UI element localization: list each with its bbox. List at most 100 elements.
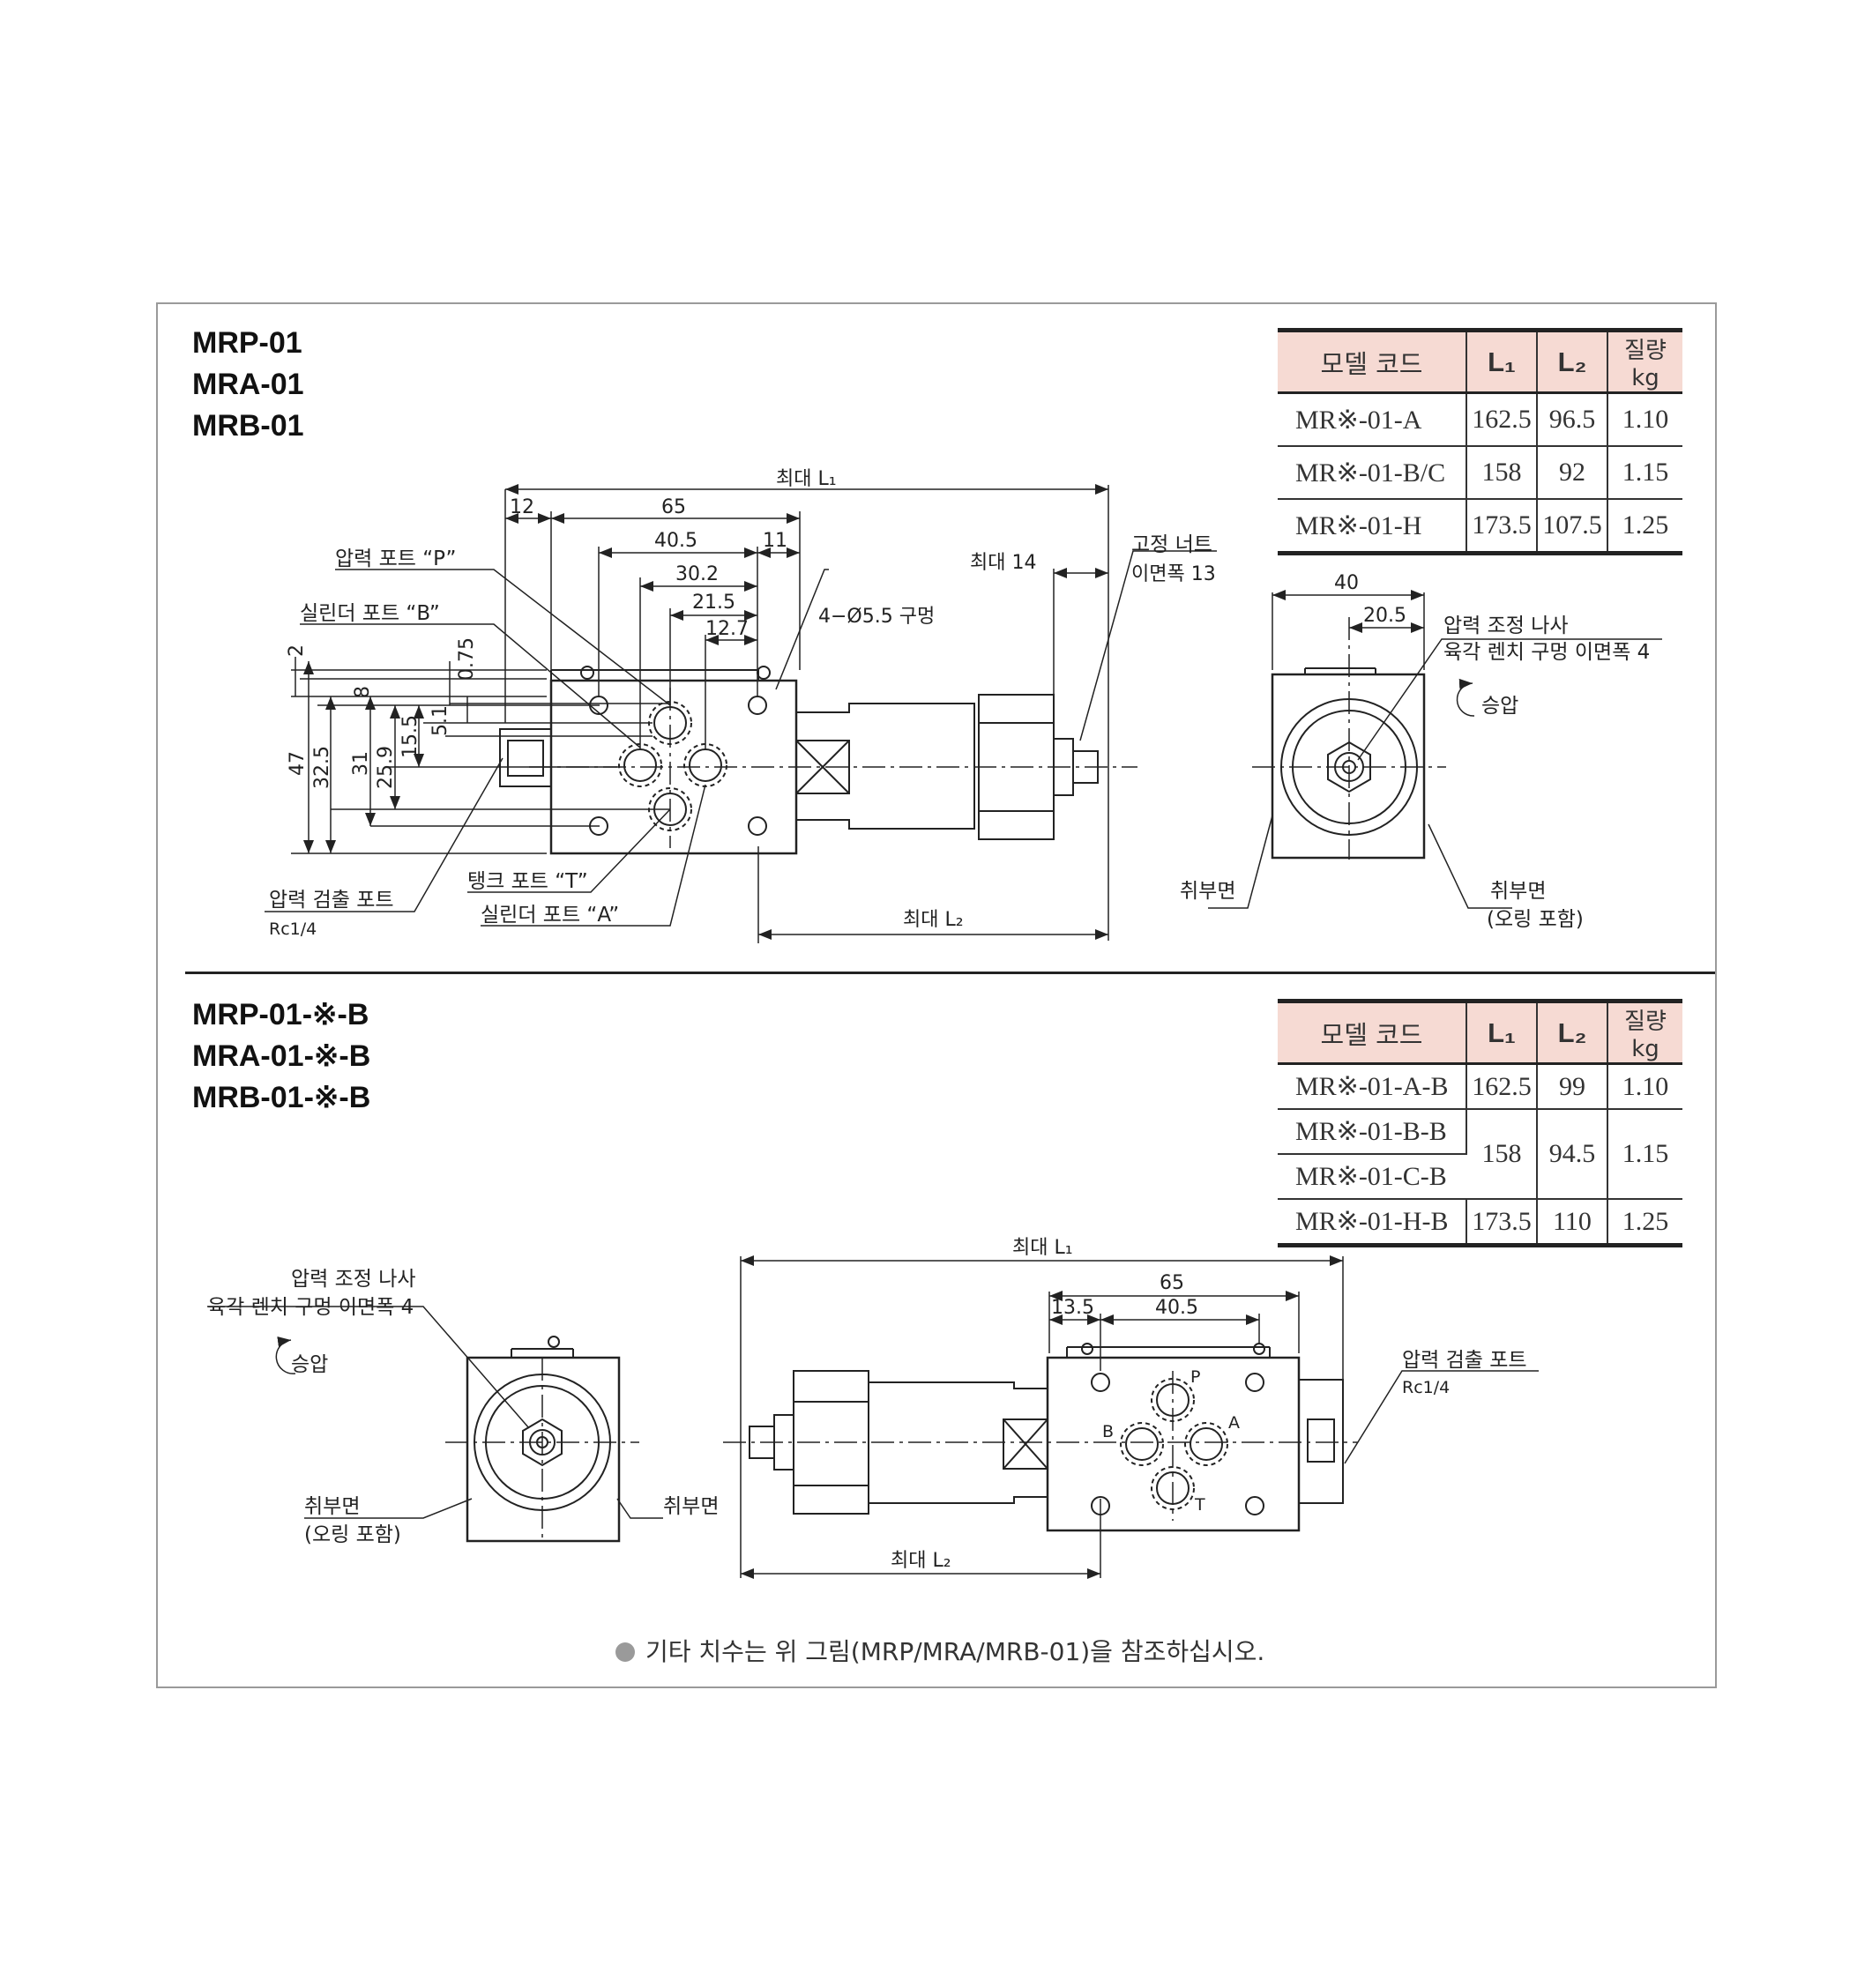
model-name: MRP-01-※-B [192,998,369,1031]
label-oring-incl: (오링 포함) [1487,908,1584,931]
label-mount-face: 취부면 [1180,880,1235,903]
cell-model: MR※-01-A [1278,392,1467,447]
label-cylinder-port-a: 실린더 포트 “A” [481,904,619,927]
footnote: 기타 치수는 위 그림(MRP/MRA/MRB-01)을 참조하십시오. [615,1633,1264,1668]
dim-65: 65 [1160,1272,1184,1294]
bottom-side-view [207,1306,663,1543]
label-max-l2: 최대 L₂ [891,1550,951,1572]
label-hex-wrench: 육각 렌치 구멍 이면폭 4 [207,1296,414,1319]
table-row: MR※-01-H 173.5 107.5 1.25 [1278,499,1682,555]
dim-32-5: 32.5 [311,746,333,789]
dim-40-5: 40.5 [654,530,697,552]
top-dimensions [265,484,1217,943]
label-mount-face-oring: 취부면 [304,1495,360,1518]
label-mount-face-oring: 취부면 [1490,880,1546,903]
spec-table-top: 모델 코드 L₁ L₂ 질량 kg MR※-01-A 162.5 96.5 1.… [1278,328,1682,555]
model-list-bottom: MRP-01-※-B MRA-01-※-B MRB-01-※-B [192,994,370,1119]
top-front-view [499,666,1137,855]
dim-13-5: 13.5 [1051,1297,1094,1319]
footnote-text: 기타 치수는 위 그림(MRP/MRA/MRB-01)을 참조하십시오. [645,1637,1265,1666]
header-l1: L₁ [1466,328,1538,394]
label-pressure-up: 승압 [1481,695,1518,718]
label-pressure-up: 승압 [291,1353,328,1376]
header-mass: 질량 kg [1607,328,1682,394]
model-name: MRB-01-※-B [192,1081,371,1114]
cell-l2: 94.5 [1537,1109,1608,1200]
dim-30-2: 30.2 [675,563,719,585]
spec-table-bottom: 모델 코드 L₁ L₂ 질량 kg MR※-01-A-B 162.5 99 1.… [1278,999,1682,1247]
cell-mass: 1.25 [1607,1199,1682,1247]
top-side-view [1208,590,1662,909]
dim-40-5: 40.5 [1155,1297,1198,1319]
cell-model: MR※-01-B/C [1278,446,1467,500]
table-row: MR※-01-A-B 162.5 99 1.10 [1278,1063,1682,1110]
label-pressure-port-p: 압력 포트 “P” [335,547,456,570]
label-adjust-screw: 압력 조정 나사 [291,1268,416,1291]
label-pressure-detect-port: 압력 검출 포트 [1402,1349,1527,1372]
model-name: MRP-01 [192,326,302,360]
label-hex-wrench: 육각 렌치 구멍 이면폭 4 [1443,641,1650,664]
dim-8: 8 [352,686,374,698]
header-model-code: 모델 코드 [1278,328,1467,394]
cell-l1: 162.5 [1466,392,1538,447]
header-l2: L₂ [1537,999,1608,1065]
label-fix-nut: 고정 너트 [1131,533,1212,556]
cell-mass: 1.25 [1607,499,1682,555]
label-max-14: 최대 14 [970,552,1036,574]
label-port-b: B [1102,1422,1114,1441]
dim-5-1: 5.1 [429,705,451,736]
cell-l2: 92 [1537,446,1608,500]
cell-model: MR※-01-H-B [1278,1199,1467,1247]
dim-12: 12 [510,496,534,518]
label-max-l1: 최대 L₁ [1012,1237,1073,1259]
dim-31: 31 [350,751,372,776]
label-mount-face: 취부면 [663,1495,719,1518]
cell-l2: 107.5 [1537,499,1608,555]
cell-mass: 1.15 [1607,1109,1682,1200]
cell-mass: 1.10 [1607,1063,1682,1110]
label-holes: 4−Ø5.5 구멍 [818,606,935,628]
label-pressure-detect-port: 압력 검출 포트 [269,889,394,912]
label-max-l1: 최대 L₁ [776,468,837,490]
dim-40: 40 [1334,572,1359,594]
table-row: MR※-01-H-B 173.5 110 1.25 [1278,1199,1682,1247]
cell-l1: 162.5 [1466,1063,1538,1110]
cell-l1: 173.5 [1466,499,1538,555]
cell-model: MR※-01-C-B [1278,1154,1466,1200]
bottom-dimensions [740,1255,1539,1579]
table-row: MR※-01-B/C 158 92 1.15 [1278,446,1682,500]
model-list-top: MRP-01 MRA-01 MRB-01 [192,323,304,447]
drawing-frame [156,302,1717,1688]
label-port-t: T [1194,1495,1205,1515]
label-max-l2: 최대 L₂ [903,909,964,931]
cell-mass: 1.10 [1607,392,1682,447]
label-rc: Rc1/4 [1402,1378,1450,1397]
cell-model: MR※-01-H [1278,499,1467,555]
bottom-labels: 압력 조정 나사 육각 렌치 구멍 이면폭 4 승압 취부면 (오링 포함) 취… [207,1237,1527,1572]
label-rc: Rc1/4 [269,920,317,939]
model-name: MRB-01 [192,409,304,443]
label-adjust-screw: 압력 조정 나사 [1443,614,1569,637]
dim-20-5: 20.5 [1363,605,1406,627]
header-model-code: 모델 코드 [1278,999,1467,1065]
dim-2: 2 [286,644,308,657]
cell-l2: 110 [1537,1199,1608,1247]
table-row: MR※-01-A 162.5 96.5 1.10 [1278,392,1682,447]
cell-l1: 158 [1466,1109,1538,1200]
cell-model: MR※-01-A-B [1278,1063,1467,1110]
section-divider [185,972,1715,974]
label-cylinder-port-b: 실린더 포트 “B” [300,602,440,625]
label-port-p: P [1190,1367,1200,1387]
dim-25-9: 25.9 [375,746,397,789]
cell-l1: 158 [1466,446,1538,500]
table-row: MR※-01-B-B 158 94.5 1.15 [1278,1109,1682,1200]
header-mass: 질량 kg [1607,999,1682,1065]
model-name: MRA-01-※-B [192,1039,371,1073]
dim-12-7: 12.7 [705,618,749,640]
dim-21-5: 21.5 [692,592,735,614]
label-oring-incl: (오링 포함) [304,1523,401,1546]
dim-47: 47 [287,751,309,776]
dim-11: 11 [763,530,787,552]
label-port-a: A [1228,1413,1240,1433]
